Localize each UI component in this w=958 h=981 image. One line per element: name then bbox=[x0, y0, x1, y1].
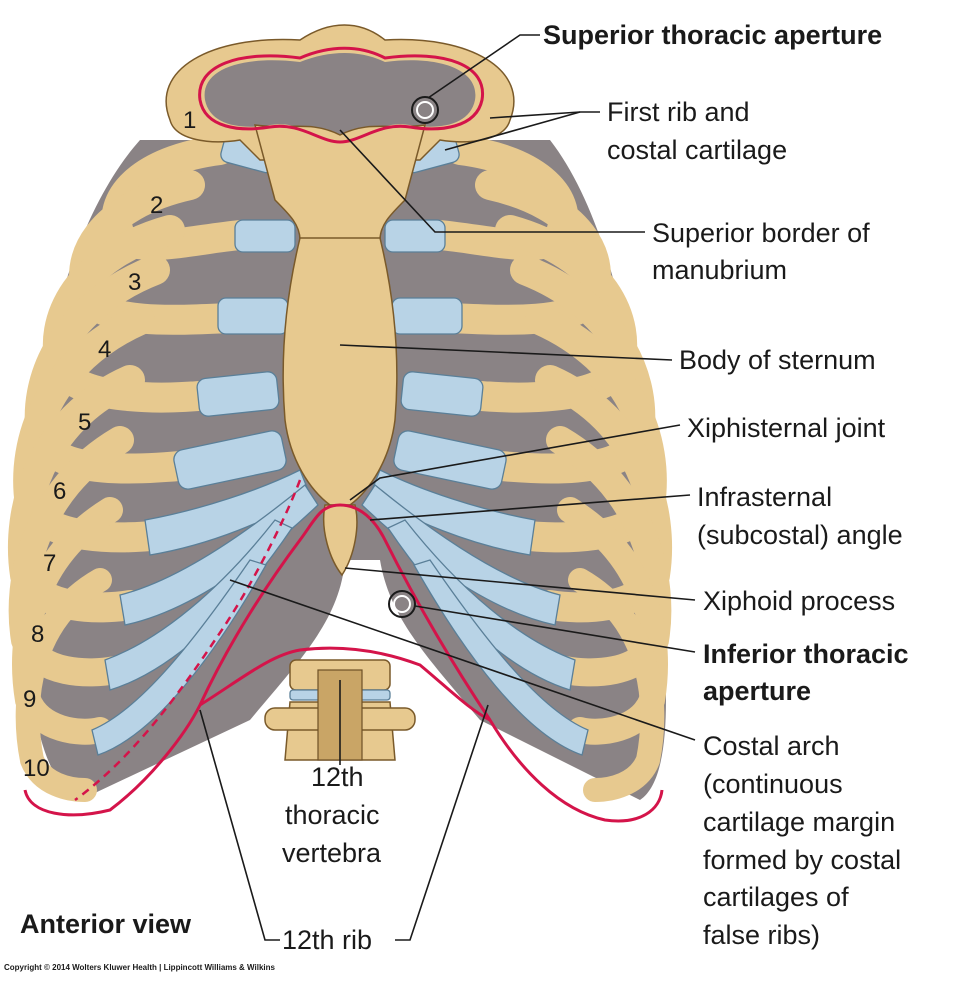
left-ribs bbox=[7, 135, 255, 802]
left-rib-10 bbox=[15, 568, 112, 802]
label-costal-4: formed by costal bbox=[703, 845, 901, 875]
label-first-rib-2: costal cartilage bbox=[607, 135, 787, 165]
label-xiphoid: Xiphoid process bbox=[703, 586, 895, 616]
label-infrasternal-2: (subcostal) angle bbox=[697, 520, 903, 550]
sternal-body bbox=[282, 237, 398, 506]
label-costal-5: cartilages of bbox=[703, 882, 849, 912]
label-manubrium-2: manubrium bbox=[652, 255, 787, 285]
label-first-rib-1: First rib and bbox=[607, 97, 750, 127]
right-ribs bbox=[425, 135, 673, 802]
label-costal-6: false ribs) bbox=[703, 920, 820, 950]
first-rib-ring bbox=[165, 24, 515, 161]
label-vertebra-1: 12th bbox=[311, 762, 364, 792]
superior-aperture-outline bbox=[198, 46, 484, 144]
rib-number-1: 1 bbox=[183, 107, 196, 134]
aperture-markers bbox=[388, 96, 439, 618]
label-xiphisternal: Xiphisternal joint bbox=[687, 413, 886, 443]
structure-labels: Superior thoracic aperture First rib and… bbox=[282, 20, 909, 955]
left-costal-cartilages bbox=[91, 132, 319, 756]
leader-lines bbox=[199, 34, 696, 941]
rib-number-7: 7 bbox=[43, 550, 56, 577]
inferior-aperture-outline bbox=[23, 503, 664, 823]
rib-number-4: 4 bbox=[98, 336, 111, 363]
copyright-text: Copyright © 2014 Wolters Kluwer Health |… bbox=[4, 963, 276, 972]
label-body-sternum: Body of sternum bbox=[679, 345, 876, 375]
rib-numbers: 1 2 3 4 5 6 7 8 9 10 bbox=[23, 107, 196, 782]
right-rib-10 bbox=[568, 568, 665, 802]
rib-number-8: 8 bbox=[31, 621, 44, 648]
manubrium bbox=[253, 124, 427, 241]
rib-number-5: 5 bbox=[78, 409, 91, 436]
label-inferior-2: aperture bbox=[703, 676, 811, 706]
label-12th-rib: 12th rib bbox=[282, 925, 372, 955]
rib-number-10: 10 bbox=[23, 755, 50, 782]
label-costal-3: cartilage margin bbox=[703, 807, 895, 837]
view-title: Anterior view bbox=[20, 909, 192, 939]
rib-number-9: 9 bbox=[23, 686, 36, 713]
label-costal-2: (continuous bbox=[703, 769, 843, 799]
xiphoid-bone bbox=[322, 504, 358, 577]
rib-number-3: 3 bbox=[128, 269, 141, 296]
label-inferior-1: Inferior thoracic bbox=[703, 639, 909, 669]
sternum bbox=[253, 124, 427, 577]
label-costal-1: Costal arch bbox=[703, 731, 840, 761]
rib-number-6: 6 bbox=[53, 478, 66, 505]
label-vertebra-2: thoracic bbox=[285, 800, 380, 830]
label-vertebra-3: vertebra bbox=[282, 838, 382, 868]
right-costal-cartilages bbox=[361, 132, 589, 756]
label-superior-aperture: Superior thoracic aperture bbox=[543, 20, 882, 50]
rib-number-2: 2 bbox=[150, 192, 163, 219]
label-manubrium-1: Superior border of bbox=[652, 218, 870, 248]
label-infrasternal-1: Infrasternal bbox=[697, 482, 832, 512]
